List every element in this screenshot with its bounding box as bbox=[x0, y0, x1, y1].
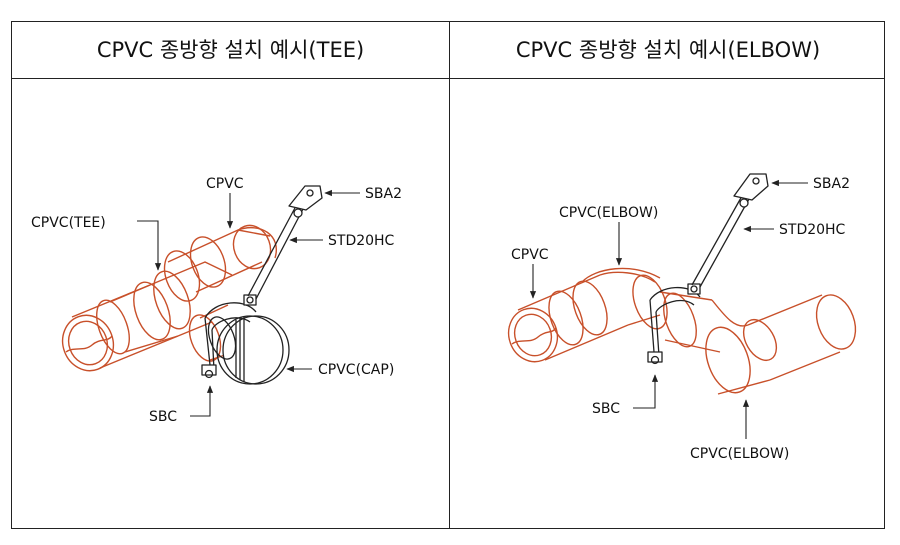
label-std20hc-right: STD20HC bbox=[779, 222, 846, 238]
left-leader-lines bbox=[137, 189, 360, 417]
label-cpvc-right: CPVC bbox=[511, 247, 549, 263]
header-divider bbox=[12, 78, 884, 79]
label-std20hc: STD20HC bbox=[328, 233, 395, 249]
elbow-assembly-illustration bbox=[507, 173, 857, 395]
label-cpvc-elbow-top: CPVC(ELBOW) bbox=[559, 205, 658, 221]
label-sbc: SBC bbox=[149, 409, 177, 425]
right-leader-lines bbox=[529, 179, 808, 439]
tee-assembly-illustration bbox=[61, 185, 323, 385]
label-sbc-right: SBC bbox=[592, 401, 620, 417]
label-sba2-right: SBA2 bbox=[813, 176, 850, 192]
label-cpvc-elbow-bottom: CPVC(ELBOW) bbox=[690, 446, 789, 462]
label-cpvc: CPVC bbox=[206, 176, 244, 192]
label-cpvc-cap: CPVC(CAP) bbox=[318, 362, 394, 378]
drawing-frame: CPVC 종방향 설치 예시(TEE) CPVC 종방향 설치 예시(ELBOW… bbox=[11, 21, 885, 529]
label-cpvc-tee: CPVC(TEE) bbox=[31, 215, 106, 231]
right-panel-title: CPVC 종방향 설치 예시(ELBOW) bbox=[515, 38, 821, 62]
panel-divider bbox=[449, 22, 450, 528]
label-sba2: SBA2 bbox=[365, 186, 402, 202]
left-panel-title: CPVC 종방향 설치 예시(TEE) bbox=[96, 38, 365, 62]
